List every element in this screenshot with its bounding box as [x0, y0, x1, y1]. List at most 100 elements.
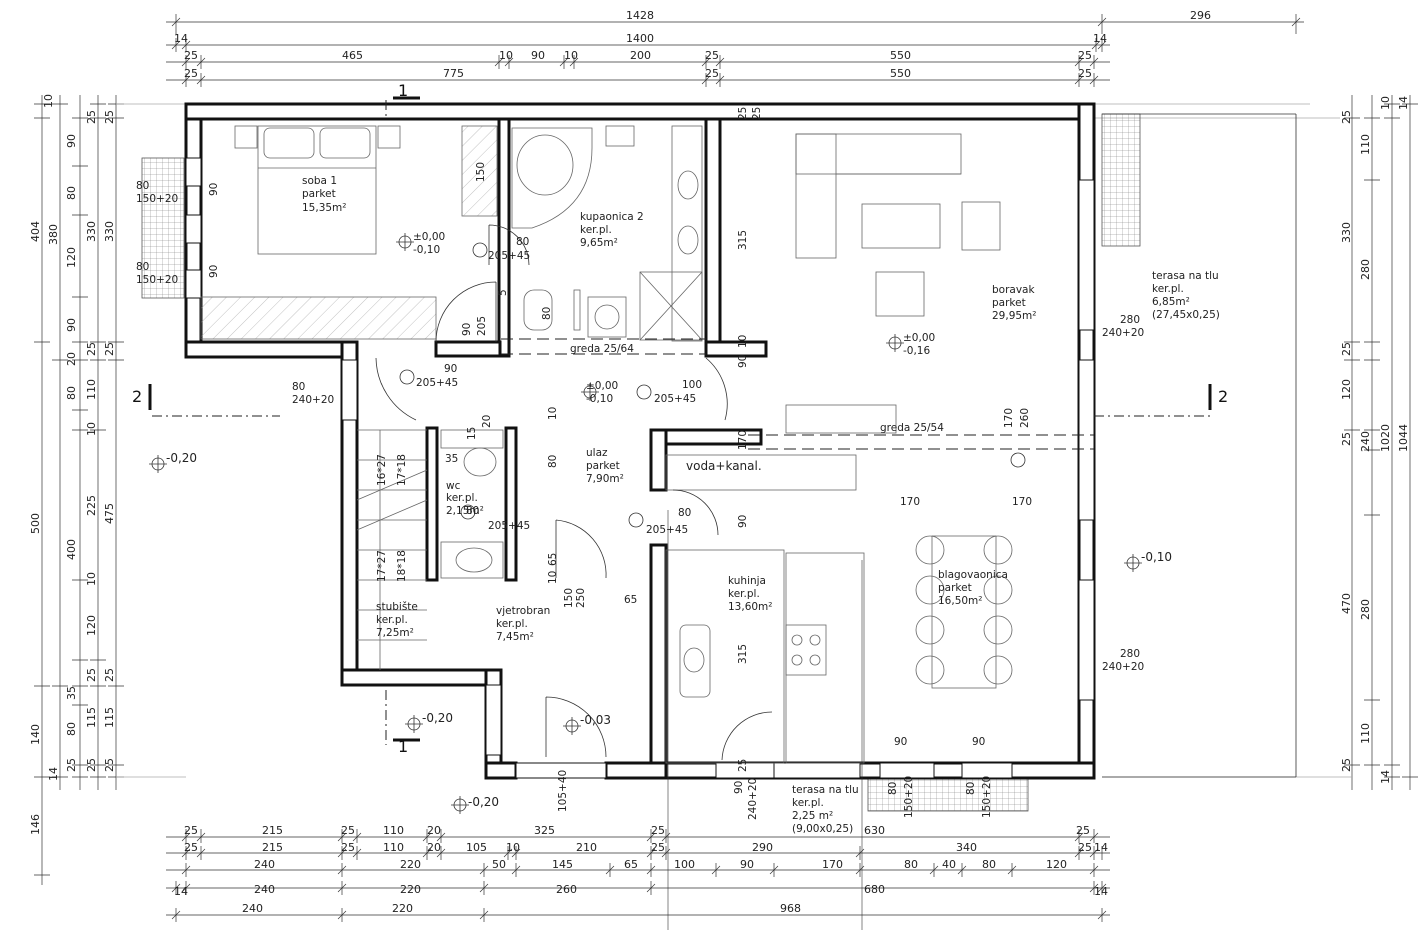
room-terasa2-name: terasa na tlu — [792, 784, 859, 796]
dimension-label: 150+20 — [136, 274, 178, 286]
dimension-label: 10 — [499, 49, 513, 62]
room-blagovaonica-area: 16,50m² — [938, 595, 983, 607]
room-stubiste-floor: ker.pl. — [376, 614, 408, 626]
dimension-label: 225 — [85, 495, 98, 516]
dimension-label: 14 — [47, 767, 60, 781]
dimension-label: 10 — [564, 49, 578, 62]
room-terasa2-note: (9,00x0,25) — [792, 823, 853, 835]
level-south-1: -0,20 — [422, 711, 453, 725]
opening-labels: 80 150+20 80 150+20 90 90 80 205+45 90 2… — [136, 107, 1144, 820]
dimension-label: 25 — [103, 342, 116, 356]
level-symbols — [149, 233, 1142, 814]
dimension-label: 65 — [624, 594, 637, 606]
dimension-label: 240 — [254, 858, 275, 871]
dimension-label: 340 — [956, 841, 977, 854]
dimension-label: 200 — [630, 49, 651, 62]
dimension-label: 475 — [103, 503, 116, 524]
dimension-label: 150+20 — [136, 193, 178, 205]
dimension-label: 215 — [262, 841, 283, 854]
dimension-label: 25 — [341, 841, 355, 854]
dimension-label: 1428 — [626, 9, 654, 22]
dimension-label: 90 — [894, 736, 907, 748]
dimension-label: 90 — [737, 355, 749, 368]
dimension-label: 25 — [737, 107, 749, 120]
dimension-label: 140 — [29, 724, 42, 745]
dimension-label: 20 — [481, 415, 493, 428]
room-boravak-name: boravak — [992, 284, 1035, 296]
room-kuhinja-floor: ker.pl. — [728, 588, 760, 600]
dimension-label: 14 — [1379, 770, 1392, 784]
dimension-label: 280 — [1359, 259, 1372, 280]
room-kuhinja-area: 13,60m² — [728, 601, 773, 613]
level-ulaz-a: ±0,00 — [586, 380, 618, 392]
dimension-label: 90 — [208, 265, 220, 278]
dimension-label: 330 — [103, 221, 116, 242]
dimension-label: 25 — [184, 49, 198, 62]
dimension-label: 25 — [184, 67, 198, 80]
dimension-label: 775 — [443, 67, 464, 80]
dimension-label: 25 — [103, 668, 116, 682]
terrace-right-paving — [1101, 113, 1141, 247]
room-labels: soba 1 parket 15,35m² kupaonica 2 ker.pl… — [302, 175, 1220, 835]
dimension-label: 25 — [651, 824, 665, 837]
dimension-labels-bottom: 25 215 25 110 20 325 25 630 25 25 215 25… — [174, 824, 1108, 915]
dimension-label: 80 — [516, 236, 529, 248]
dimension-label: 250 — [575, 588, 587, 608]
dimension-label: 240+20 — [292, 394, 334, 406]
dimension-label: 25 — [1340, 432, 1353, 446]
dimension-label: 10 — [85, 572, 98, 586]
dimension-label: 25 — [751, 107, 763, 120]
dimension-label: 90 — [531, 49, 545, 62]
dimension-label: 205+45 — [488, 520, 530, 532]
dimension-label: 105+40 — [557, 770, 569, 812]
dimension-label: 25 — [184, 841, 198, 854]
dimension-label: 150 — [475, 162, 487, 182]
dimension-label: 25 — [85, 342, 98, 356]
room-ulaz-name: ulaz — [586, 447, 608, 459]
room-terasa2-area: 2,25 m² — [792, 810, 833, 822]
dimension-label: 205+45 — [416, 377, 458, 389]
dimension-label: 260 — [1019, 408, 1031, 428]
room-wc-area: 2,15m² — [446, 505, 484, 517]
dimension-label: 205 — [476, 316, 488, 336]
dimension-label: 330 — [85, 221, 98, 242]
room-soba1-name: soba 1 — [302, 175, 337, 187]
dimension-label: 380 — [47, 224, 60, 245]
dimension-label: 290 — [752, 841, 773, 854]
dimension-label: 90 — [733, 781, 745, 794]
dimension-label: 220 — [392, 902, 413, 915]
dimension-label: 80 — [466, 505, 479, 517]
level-south-2: -0,20 — [468, 795, 499, 809]
dimension-label: 120 — [1340, 379, 1353, 400]
level-east: -0,10 — [1141, 550, 1172, 564]
room-stubiste-area: 7,25m² — [376, 627, 414, 639]
dimension-label: 25 — [184, 824, 198, 837]
dimension-label: 25 — [85, 110, 98, 124]
dimension-label: 10 — [85, 422, 98, 436]
furniture — [200, 125, 1013, 764]
dimension-label: 90 — [740, 858, 754, 871]
section-marker-2-right: 2 — [1218, 387, 1228, 406]
dimension-label: 25 — [1340, 110, 1353, 124]
dimension-label: 18*18 — [396, 550, 408, 582]
dimension-label: 90 — [444, 363, 457, 375]
dimension-label: 240+20 — [1102, 327, 1144, 339]
dimension-label: 470 — [1340, 593, 1353, 614]
room-kupaonica-floor: ker.pl. — [580, 224, 612, 236]
dimension-label: 80 — [547, 455, 559, 468]
room-kuhinja-name: kuhinja — [728, 575, 766, 587]
dimension-label: 120 — [1046, 858, 1067, 871]
dimension-label: 14 — [174, 32, 188, 45]
dimension-label: 10 — [42, 94, 55, 108]
dimension-label: 65 — [624, 858, 638, 871]
dimension-label: 80 — [982, 858, 996, 871]
dimension-label: 90 — [65, 318, 78, 332]
section-marker-1-bottom: 1 — [398, 737, 408, 756]
dimension-label: 115 — [85, 707, 98, 728]
room-boravak-floor: parket — [992, 297, 1026, 309]
dimension-label: 205+45 — [488, 250, 530, 262]
dimension-label: 280 — [1120, 648, 1140, 660]
dimension-label: 80 — [65, 386, 78, 400]
dimension-label: 680 — [864, 883, 885, 896]
